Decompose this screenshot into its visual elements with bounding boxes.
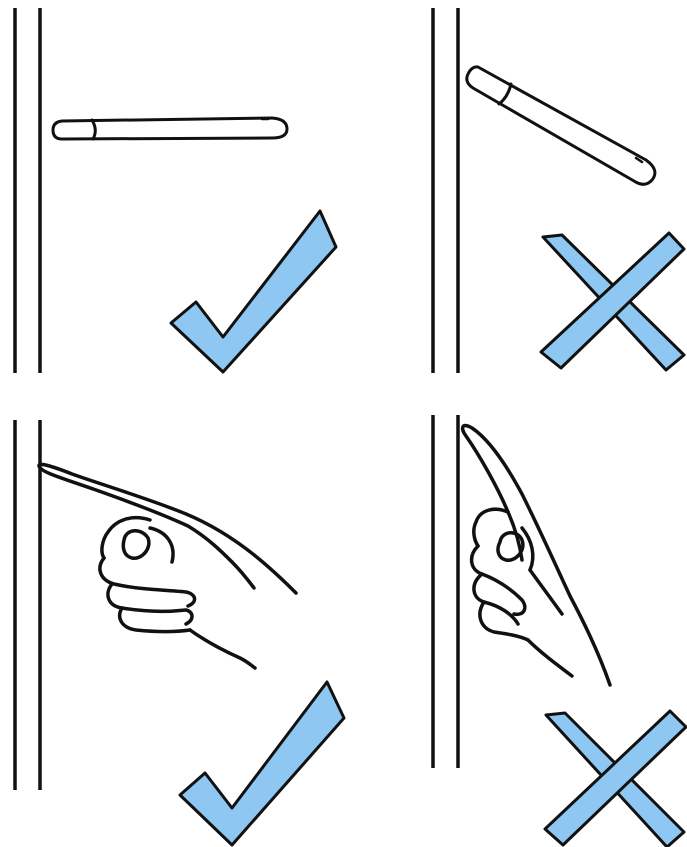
check-mark-icon xyxy=(171,211,336,372)
screen-edge xyxy=(15,8,40,373)
pen-icon xyxy=(53,118,287,139)
screen-edge xyxy=(433,8,458,373)
cross-mark-icon xyxy=(545,711,686,847)
cross-mark-icon xyxy=(541,233,684,370)
pen-icon xyxy=(467,67,655,184)
panel-finger-flat xyxy=(15,420,344,845)
check-mark-icon xyxy=(180,682,344,845)
screen-edge xyxy=(15,420,40,790)
panel-pen-tilted xyxy=(433,8,684,373)
pointing-hand-icon xyxy=(463,426,610,685)
screen-edge xyxy=(433,415,458,768)
pointing-hand-icon xyxy=(39,464,296,668)
panel-pen-flat xyxy=(15,8,336,373)
panel-finger-tilted xyxy=(433,415,686,847)
